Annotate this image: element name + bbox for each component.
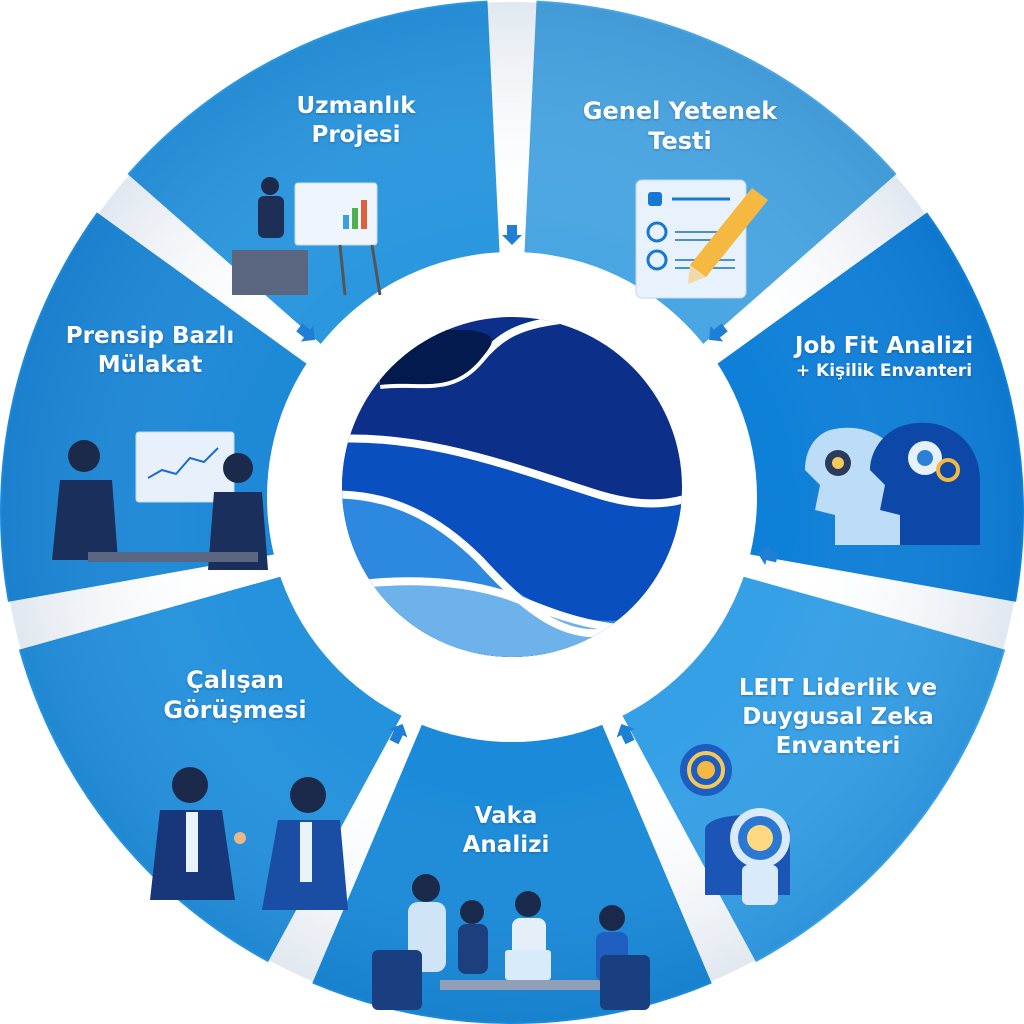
lightbulb-head-icon <box>680 744 790 905</box>
label-line: Çalışan <box>186 666 284 694</box>
label-line: Analizi <box>462 831 550 858</box>
inward-arrow-icon <box>616 724 635 745</box>
label-line: Projesi <box>311 121 401 148</box>
inward-arrow-icon <box>389 724 408 745</box>
inward-arrow-icon <box>757 545 779 566</box>
presentation-board-icon <box>232 177 382 296</box>
logo-band-light <box>342 581 682 657</box>
heads-gears-icon <box>805 422 980 545</box>
label-line: Prensip Bazlı <box>65 323 235 349</box>
label-line: + Kişilik Envanteri <box>795 360 973 381</box>
segment-label-prensip-bazli-mulakat: Prensip Bazlı Mülakat <box>66 322 234 380</box>
label-line: Uzmanlık <box>296 93 416 119</box>
segment-label-job-fit-analizi: Job Fit Analizi + Kişilik Envanteri <box>795 332 973 382</box>
inward-arrow-icon <box>296 323 315 342</box>
label-line: Görüşmesi <box>163 696 307 724</box>
label-line: Vaka <box>474 803 538 829</box>
checklist-pencil-icon <box>635 179 768 299</box>
interview-icon <box>52 431 268 570</box>
team-meeting-icon <box>372 874 650 1010</box>
label-line: Genel Yetenek <box>582 97 778 125</box>
icons-group <box>52 177 980 1010</box>
label-line: Duygusal Zeka <box>742 703 934 730</box>
label-line: Mülakat <box>97 351 203 378</box>
label-line: Job Fit Analizi <box>794 333 974 359</box>
segment-label-vaka-analizi: Vaka Analizi <box>463 802 550 860</box>
label-line: Envanteri <box>775 732 901 759</box>
label-line: Testi <box>648 127 712 155</box>
handshake-icon <box>150 767 348 910</box>
segment-label-genel-yetenek-testi: Genel Yetenek Testi <box>583 96 777 156</box>
segment-label-leit-liderlik: LEIT Liderlik ve Duygusal Zeka Envanteri <box>739 674 937 760</box>
segment-label-uzmanlik-projesi: Uzmanlık Projesi <box>297 92 416 150</box>
inward-arrow-icon <box>709 323 728 342</box>
segment-label-calisan-gorusmesi: Çalışan Görüşmesi <box>163 665 306 725</box>
label-line: LEIT Liderlik ve <box>738 675 938 701</box>
inward-arrow-icon <box>502 225 522 245</box>
